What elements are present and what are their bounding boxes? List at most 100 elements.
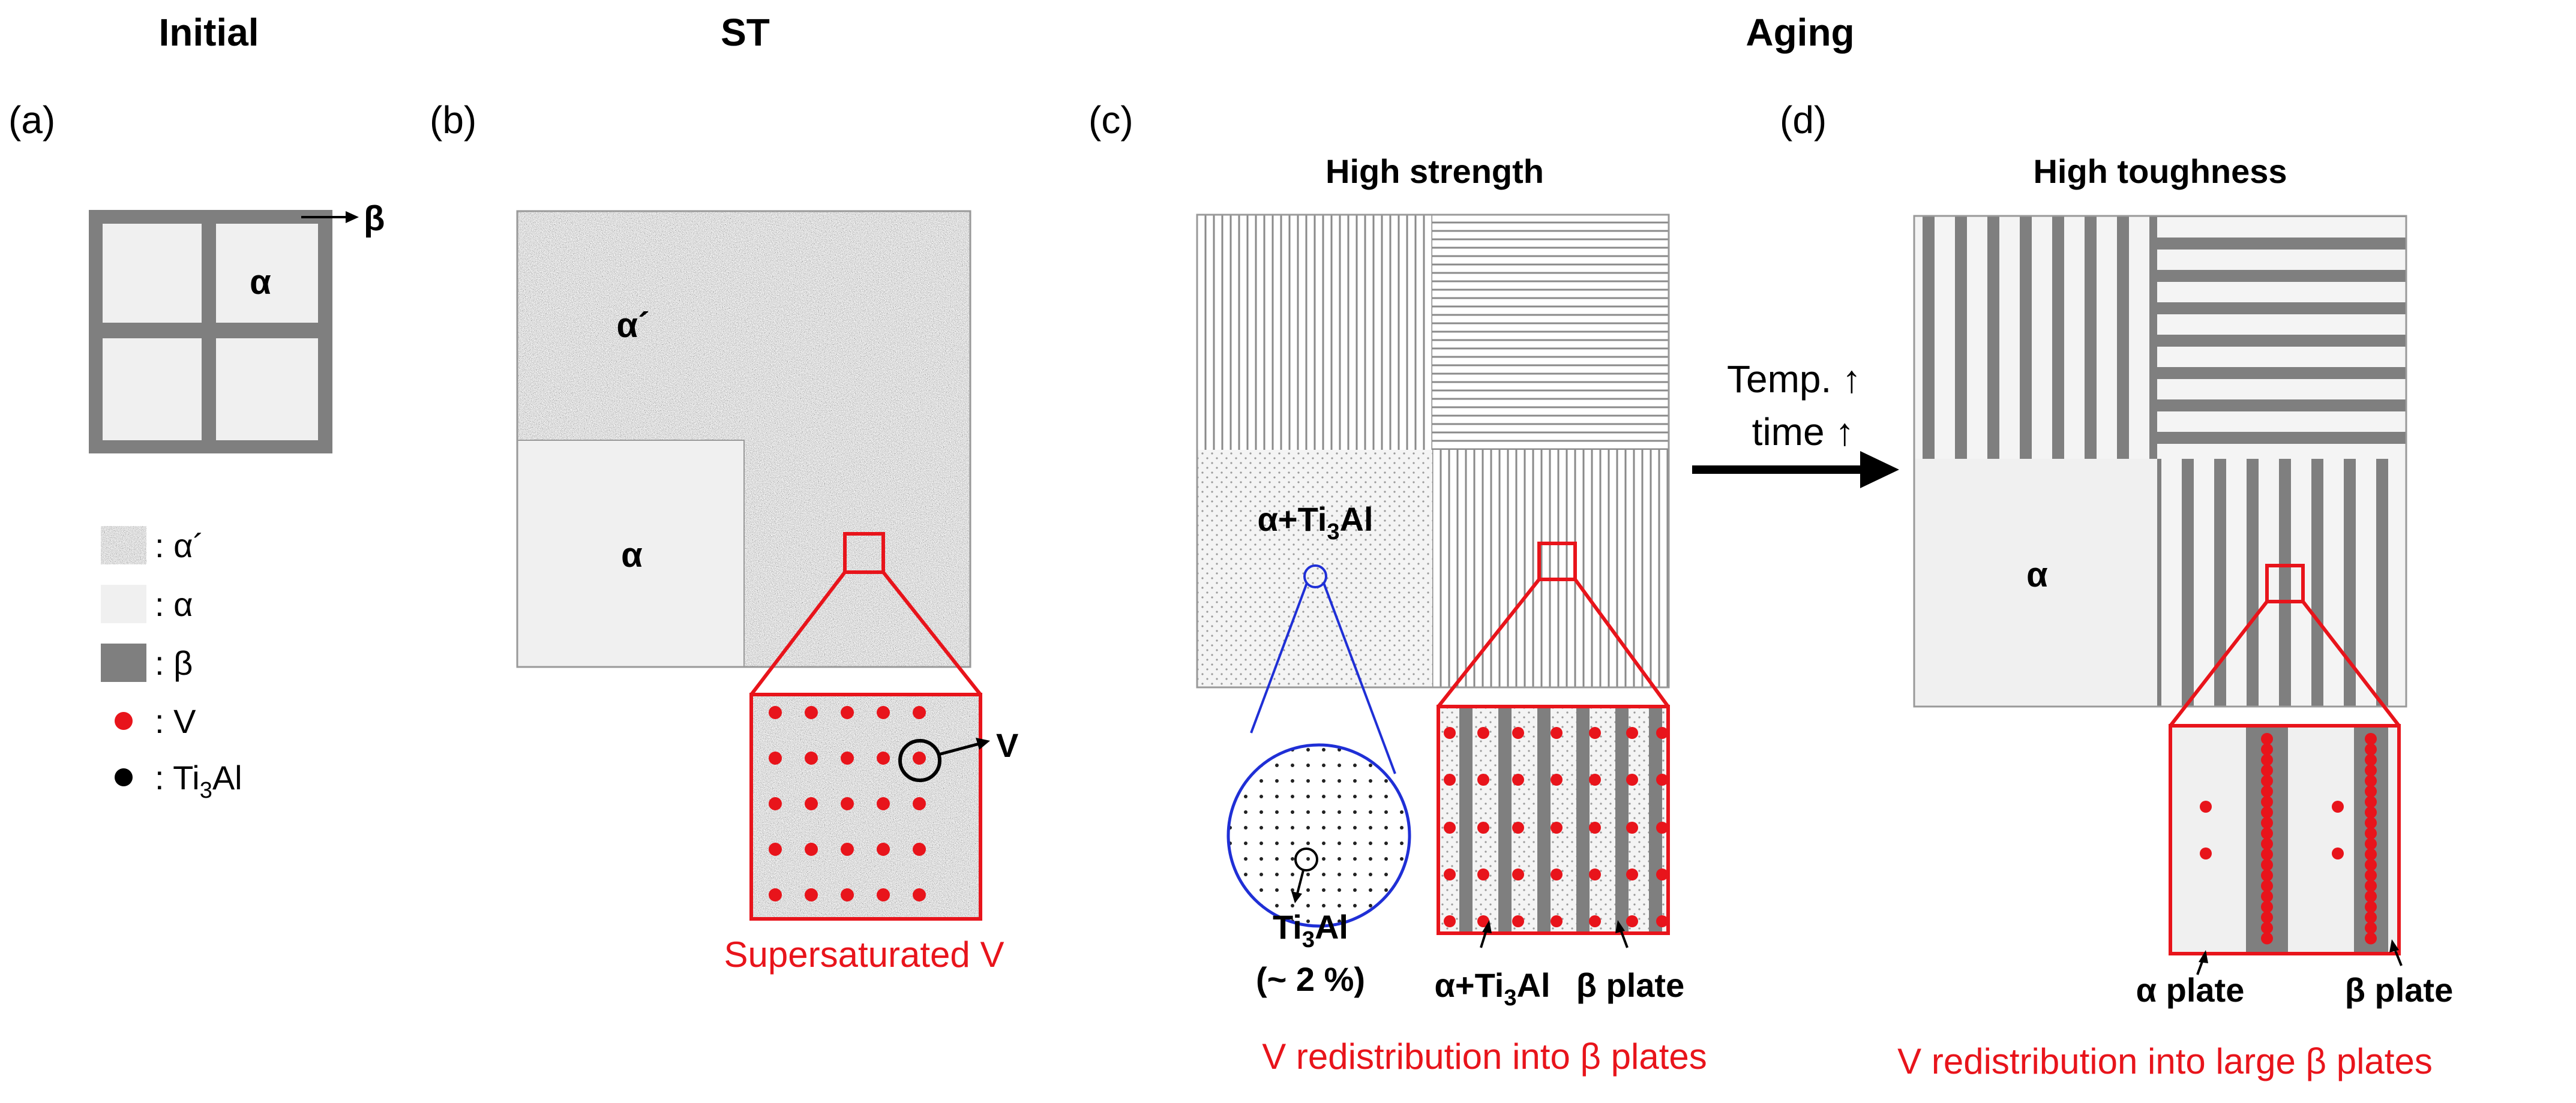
beta-plate-label: β plate <box>1576 966 1684 1004</box>
ti3al-precipitate <box>1306 841 1310 845</box>
legend-ti3al-label: : Ti3Al <box>155 759 242 803</box>
v-atom <box>913 797 926 810</box>
legend-ti3al-marker <box>115 768 133 786</box>
ti3al-precipitate <box>1228 904 1232 907</box>
v-atom <box>841 888 854 901</box>
zoom-inset <box>1438 707 1668 933</box>
v-atom <box>1477 774 1489 786</box>
v-atom <box>769 706 782 719</box>
ti3al-pointer-line <box>1296 870 1305 894</box>
v-atom <box>1477 822 1489 834</box>
ti3al-precipitate <box>1259 826 1263 829</box>
ti3al-precipitate <box>1322 826 1326 829</box>
ti3al-precipitate <box>1384 873 1388 876</box>
v-atom <box>2261 859 2273 871</box>
v-atom <box>769 797 782 810</box>
ti3al-precipitate <box>1275 779 1279 783</box>
ti3al-precipitate <box>1353 841 1357 845</box>
v-atom <box>1444 727 1456 739</box>
beta-plate-pointer-arrowhead <box>2389 939 2399 952</box>
ti3al-precipitate <box>1400 826 1404 829</box>
zoom-line-right <box>1573 578 1670 708</box>
v-atom <box>2365 848 2377 861</box>
ti3al-precipitate <box>1400 857 1404 861</box>
v-atom <box>877 706 890 719</box>
alpha-ti3al-plate-label: α+Ti3Al <box>1434 966 1550 1011</box>
v-atom <box>1551 915 1563 927</box>
v-atom <box>1551 774 1563 786</box>
ti3al-precipitate <box>1369 748 1372 752</box>
ti3al-precipitate <box>1400 748 1404 752</box>
ti3al-precipitate <box>1353 795 1357 798</box>
v-atom <box>2365 890 2377 903</box>
ti3al-precipitate <box>1322 748 1326 752</box>
thick-vertical-plates-top-left <box>1914 216 2157 459</box>
v-atom <box>913 843 926 856</box>
beta-plates <box>1459 707 1662 933</box>
ti3al-precipitate <box>1384 888 1388 892</box>
v-atom <box>805 752 818 765</box>
arrow-time-label: time ↑ <box>1752 410 1855 453</box>
zoom-line-left <box>749 571 847 696</box>
zoom-box <box>2265 564 2305 603</box>
ti3al-precipitate <box>1259 795 1263 798</box>
v-atom <box>1512 915 1524 927</box>
ti3al-precipitate <box>1338 764 1341 767</box>
v-atoms <box>1444 727 1668 927</box>
v-atom <box>1656 727 1668 739</box>
v-atom <box>2261 754 2273 766</box>
v-atom <box>805 843 818 856</box>
v-atom <box>2365 796 2377 808</box>
grain-2 <box>216 224 318 323</box>
v-atom <box>841 843 854 856</box>
ti3al-precipitate <box>1338 826 1341 829</box>
ti3al-precipitate <box>1384 919 1388 923</box>
ti3al-precipitate <box>1353 779 1357 783</box>
ti3al-precipitate <box>1306 810 1310 814</box>
v-atom <box>2365 775 2377 787</box>
v-atom <box>2365 743 2377 756</box>
header-aging: Aging <box>1746 11 1854 54</box>
panel-b-frame <box>516 210 971 668</box>
panel-c-caption: V redistribution into β plates <box>1262 1036 1707 1077</box>
ti3al-precipitate <box>1228 919 1232 923</box>
ti3al-zoom-circle-bg <box>1228 745 1410 926</box>
v-atom <box>2365 806 2377 819</box>
ti3al-precipitate <box>1322 764 1326 767</box>
ti3al-precipitate <box>1369 779 1372 783</box>
v-atom <box>1626 868 1638 880</box>
ti3al-precipitate <box>1369 904 1372 907</box>
v-atom <box>1512 727 1524 739</box>
v-atom <box>2261 848 2273 861</box>
v-atom <box>2365 869 2377 882</box>
ti3al-precipitate <box>1384 764 1388 767</box>
v-atom <box>2365 764 2377 777</box>
v-atom <box>805 706 818 719</box>
ti3al-precipitate <box>1369 795 1372 798</box>
ti3al-zoom-line-right <box>1323 582 1396 774</box>
v-atom <box>1656 915 1668 927</box>
v-atoms <box>2200 733 2377 945</box>
ti3al-precipitate <box>1259 779 1263 783</box>
panel-d: (d) High toughness α α plate β plate V r… <box>1780 98 2453 1081</box>
v-atom <box>1551 727 1563 739</box>
panel-a-label: (a) <box>8 98 55 142</box>
zoom-box <box>843 532 885 574</box>
v-atom <box>2365 754 2377 766</box>
v-atom <box>2261 796 2273 808</box>
grain-3 <box>103 338 202 440</box>
v-atom <box>2261 733 2273 745</box>
v-atom <box>2365 859 2377 871</box>
ti3al-precipitate <box>1384 795 1388 798</box>
v-atom <box>1551 822 1563 834</box>
ti3al-precipitate <box>1369 857 1372 861</box>
header-initial: Initial <box>158 11 259 54</box>
beta-plate-pointer-arrowhead <box>1615 920 1625 933</box>
ti3al-precipitate <box>1384 779 1388 783</box>
ti3al-precipitate <box>1259 857 1263 861</box>
v-atom <box>1444 915 1456 927</box>
ti3al-precipitate <box>1259 841 1263 845</box>
v-atom <box>2261 880 2273 892</box>
v-atom <box>769 888 782 901</box>
